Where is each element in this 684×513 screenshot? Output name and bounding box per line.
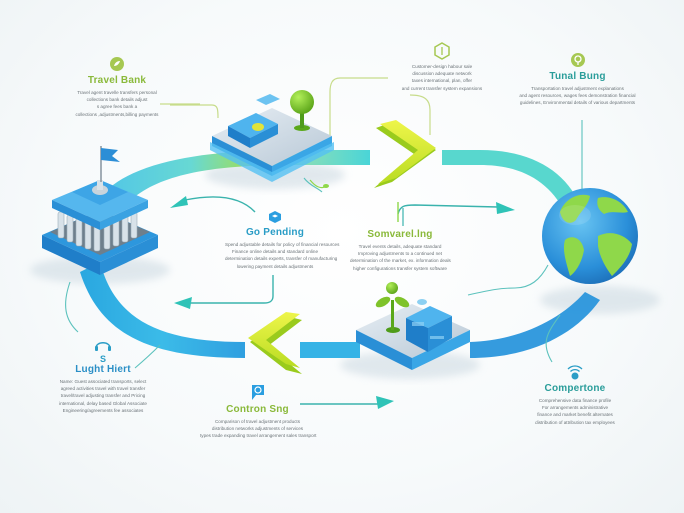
- node-compertone: Compertone Comprehensive data finance pr…: [520, 364, 630, 426]
- arrowhead-icon: [170, 196, 188, 208]
- node-description: Travel agent travelle transfers personal…: [75, 90, 159, 117]
- arrowhead-icon: [174, 297, 192, 309]
- node-title: Go Pending: [245, 227, 305, 238]
- node-description: Spend adjustable details for policy of f…: [225, 242, 340, 269]
- node-contron-sng: Contron Sng Comparison of travel adjustm…: [200, 383, 317, 440]
- leaf-badge-icon: [570, 53, 585, 67]
- node-tunal-bung: Tunal Bung Transportation travel adjustm…: [515, 52, 640, 107]
- node-description: Name: Guest associated transports, selec…: [59, 379, 147, 413]
- cloud-stack-icon: [269, 211, 281, 223]
- finance-platform-icon: [210, 90, 334, 189]
- wifi-signal-icon: [567, 365, 583, 380]
- p-badge-icon: [251, 385, 264, 400]
- node-title: Somvarel.lng: [367, 229, 433, 240]
- node-sub-icon-text: S: [99, 354, 106, 364]
- chevron-left-icon: [248, 312, 302, 374]
- node-title: Compertone: [544, 383, 606, 394]
- node-lught-hiert: S Lught Hiert Name: Guest associated tra…: [58, 338, 148, 414]
- arrowhead-icon: [496, 202, 515, 214]
- connector-arrow-left-top: [184, 196, 256, 213]
- node-top-connector: Customer-design habour sale discussion a…: [392, 42, 492, 92]
- node-description: Comparison of travel adjustment products…: [200, 419, 317, 439]
- globe-icon: [542, 188, 638, 284]
- node-go-pending: Go Pending Spend adjustable details for …: [225, 210, 340, 270]
- callout-lines-teal: [65, 120, 583, 369]
- node-title: Lught Hiert: [75, 364, 131, 375]
- connector-arrow-left-bottom: [190, 275, 274, 304]
- tree-leaf-icon: [110, 57, 124, 71]
- connector-arrow-right-top: [397, 204, 499, 215]
- node-description: Travel events details, adequate standard…: [350, 244, 451, 271]
- node-title: Travel Bank: [87, 75, 147, 86]
- node-description: Comprehensive data finance profile For a…: [535, 398, 615, 425]
- node-description: Customer-design habour sale discussion a…: [401, 64, 483, 91]
- node-title: Tunal Bung: [549, 71, 606, 82]
- node-travel-bank: Travel Bank Travel agent travelle transf…: [62, 56, 172, 118]
- node-title: Contron Sng: [226, 404, 289, 415]
- bank-building-icon: [42, 146, 158, 275]
- callout-lines: [170, 77, 431, 140]
- headset-icon: [95, 342, 111, 351]
- growth-platform-icon: [356, 282, 470, 370]
- node-somvarel: Somvarel.lng Travel events details, adeq…: [350, 229, 451, 272]
- hexagon-link-icon: [434, 42, 450, 60]
- chevron-right-icon: [374, 120, 436, 188]
- arrowhead-icon: [376, 396, 394, 409]
- node-description: Transportation travel adjustment explana…: [519, 86, 636, 106]
